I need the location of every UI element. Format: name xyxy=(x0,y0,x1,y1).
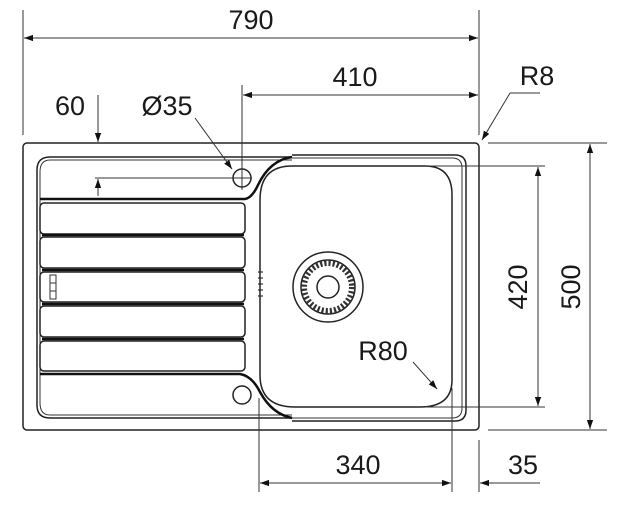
dimension-label: 500 xyxy=(556,264,586,309)
drainboard-rib xyxy=(39,271,246,303)
dimension-r8: R8 xyxy=(481,61,555,141)
drainboard xyxy=(36,155,293,420)
dimension-label: R8 xyxy=(520,61,555,91)
dimension-r80: R80 xyxy=(358,336,438,390)
drainboard-rib xyxy=(39,236,246,269)
dimension-500: 500 xyxy=(488,142,607,431)
dimension-label: 410 xyxy=(332,62,377,92)
dimension-label: Ø35 xyxy=(141,91,192,121)
dimension-label: R80 xyxy=(358,336,408,366)
dimension-60: 60 xyxy=(55,91,232,196)
dimension-label: 790 xyxy=(228,5,273,35)
drain-strainer-icon xyxy=(292,251,364,323)
dimension-label: 340 xyxy=(335,450,380,480)
dimension-label: 420 xyxy=(503,264,533,309)
bowl xyxy=(259,154,467,422)
drainboard-rib xyxy=(39,340,246,372)
dimension-790: 790 xyxy=(22,5,480,135)
dimension-label: 35 xyxy=(508,450,538,480)
dimension-label: 60 xyxy=(55,91,85,121)
dimension-420: 420 xyxy=(425,165,545,408)
dimension-35: 35 xyxy=(478,440,540,492)
dimension-340: 340 xyxy=(258,388,453,492)
drainboard-rib xyxy=(39,202,246,235)
dimension-410: 410 xyxy=(241,62,478,190)
sink-outline xyxy=(22,142,480,431)
overflow-slot-icon xyxy=(49,274,57,300)
drainboard-rib xyxy=(39,305,246,338)
secondary-hole xyxy=(232,385,252,405)
dimension-diameter-35: Ø35 xyxy=(141,91,233,170)
